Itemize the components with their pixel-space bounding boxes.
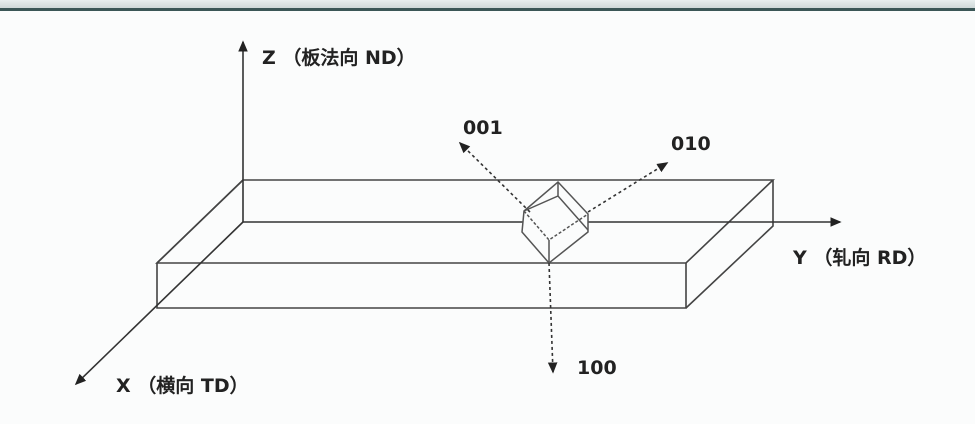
slab-side-face: [685, 180, 774, 309]
x-axis-label: X （横向 TD）: [116, 374, 249, 397]
window-top-border: [0, 8, 975, 11]
plate-slab: [155, 179, 775, 309]
direction-100-label: 100: [577, 357, 617, 379]
direction-010-label: 010: [671, 133, 711, 155]
direction-010-arrow: [587, 162, 669, 213]
y-axis-label: Y （轧向 RD）: [792, 246, 926, 269]
direction-100-arrow: [547, 262, 558, 374]
direction-001-arrow: [458, 141, 531, 213]
unit-cell-cube: [521, 180, 589, 265]
slab-front-face: [156, 263, 687, 309]
window-top-bar: [0, 0, 975, 8]
direction-001-label: 001: [463, 117, 503, 139]
x-axis-arrow: [74, 221, 244, 386]
z-axis-label: Z （板法向 ND）: [262, 46, 416, 69]
